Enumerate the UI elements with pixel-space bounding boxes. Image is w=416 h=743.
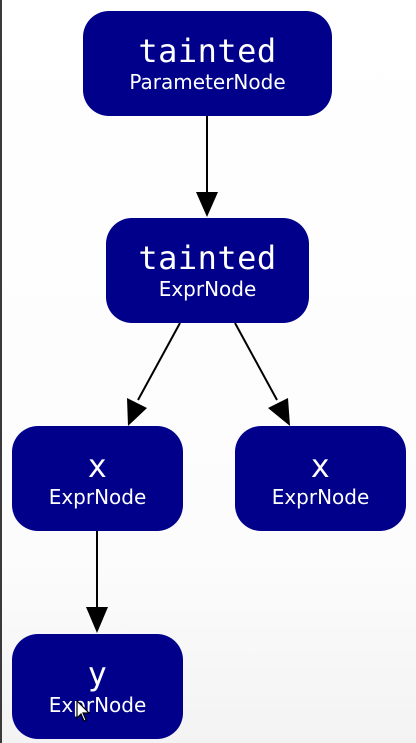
node-x-right[interactable]: x ExprNode (235, 426, 406, 531)
node-y[interactable]: y ExprNode (12, 634, 183, 739)
node-param[interactable]: tainted ParameterNode (83, 11, 332, 116)
node-expr-kind: ExprNode (158, 276, 257, 301)
node-x-left-name: x (87, 446, 108, 485)
node-param-kind: ParameterNode (129, 69, 286, 94)
arrowhead-expr-to-x-left (127, 398, 147, 426)
edge-expr-to-x-right (234, 322, 278, 401)
node-expr[interactable]: tainted ExprNode (106, 218, 309, 323)
node-x-right-kind: ExprNode (271, 484, 370, 509)
window-border (0, 0, 2, 743)
edge-expr-to-x-left (137, 322, 181, 401)
arrowhead-x-left-to-y (86, 607, 108, 633)
node-param-name: tainted (138, 31, 277, 70)
arrowhead-expr-to-x-right (268, 398, 290, 426)
node-y-kind: ExprNode (48, 692, 147, 717)
mouse-cursor-icon (76, 700, 91, 722)
arrowhead-param-to-expr (196, 192, 218, 217)
node-y-name: y (87, 654, 108, 693)
node-expr-name: tainted (138, 238, 277, 277)
node-x-right-name: x (310, 446, 331, 485)
node-x-left-kind: ExprNode (48, 484, 147, 509)
node-x-left[interactable]: x ExprNode (12, 426, 183, 531)
